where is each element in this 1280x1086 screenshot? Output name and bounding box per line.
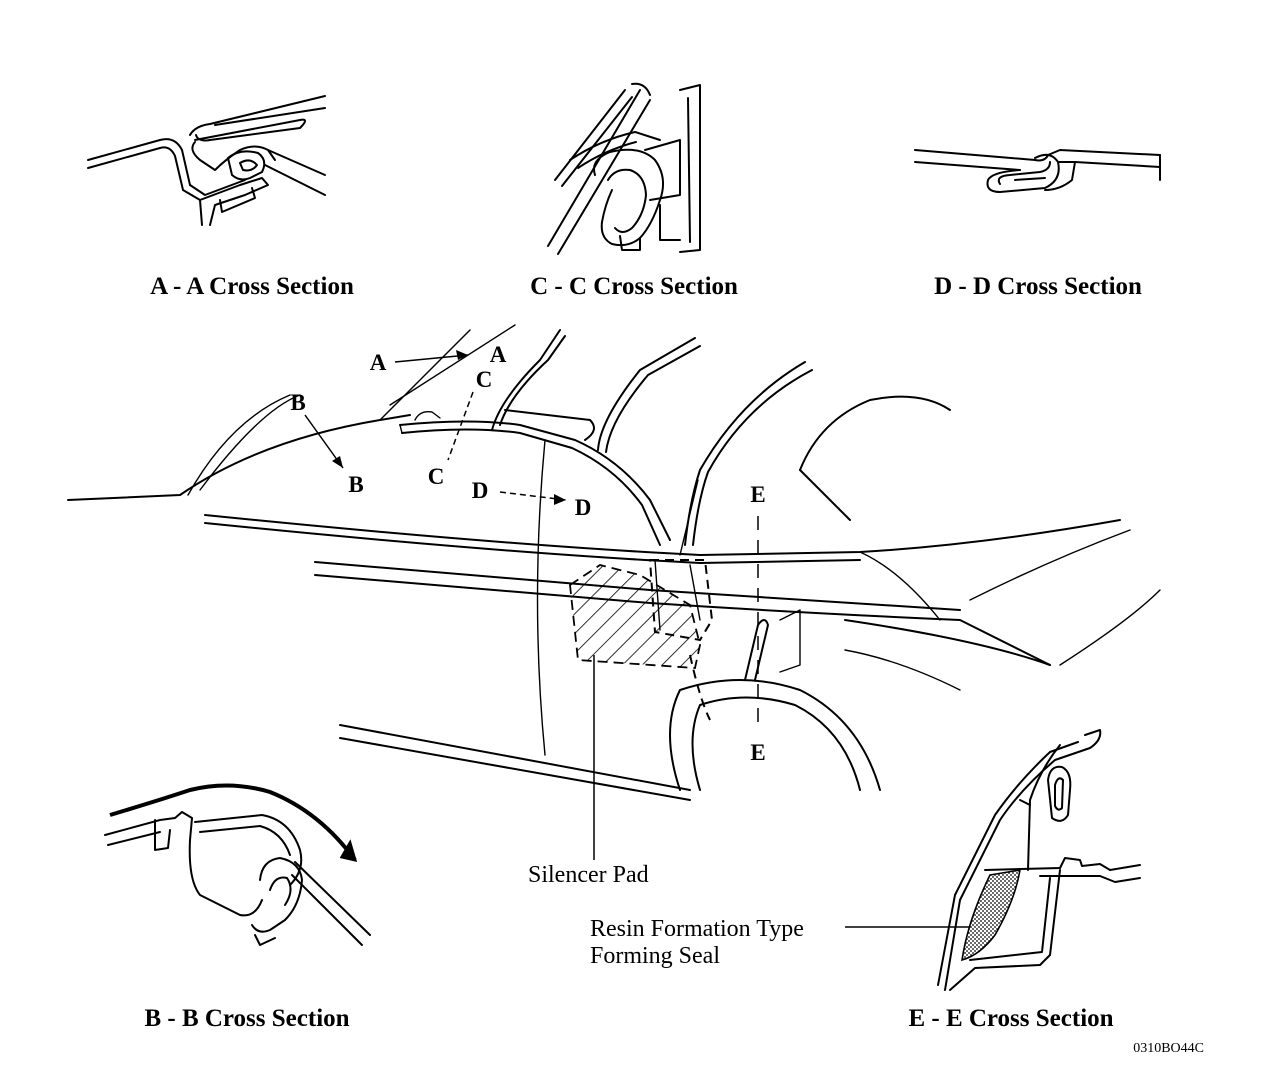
marker-d-end: D — [575, 495, 592, 520]
cross-section-a-a-drawing — [87, 95, 326, 226]
caption-b-b: B - B Cross Section — [144, 1005, 349, 1032]
marker-d-start: D — [472, 478, 489, 503]
marker-c-end: C — [428, 464, 445, 489]
caption-d-d: D - D Cross Section — [934, 273, 1142, 300]
section-cut-lines — [304, 350, 759, 730]
cross-section-e-e-drawing — [937, 729, 1141, 991]
callout-resin-line2: Forming Seal — [590, 943, 720, 969]
cross-section-d-d-drawing — [914, 149, 1161, 193]
figure-id: 0310BO44C — [1133, 1041, 1204, 1056]
cross-section-b-b-drawing — [104, 783, 371, 946]
caption-a-a: A - A Cross Section — [150, 273, 354, 300]
caption-c-c: C - C Cross Section — [530, 273, 738, 300]
caption-e-e: E - E Cross Section — [908, 1005, 1113, 1032]
cross-section-c-c-drawing — [547, 82, 701, 255]
marker-e-end: E — [750, 740, 765, 765]
marker-e-start: E — [750, 482, 765, 507]
marker-b-start: B — [290, 390, 305, 415]
marker-a-end: A — [490, 342, 507, 367]
marker-c-start: C — [476, 367, 493, 392]
vehicle-body-main-view — [67, 324, 1161, 801]
callout-resin-line1: Resin Formation Type — [590, 916, 804, 942]
marker-a-start: A — [370, 350, 387, 375]
marker-b-end: B — [348, 472, 363, 497]
callout-silencer-pad: Silencer Pad — [528, 862, 649, 888]
